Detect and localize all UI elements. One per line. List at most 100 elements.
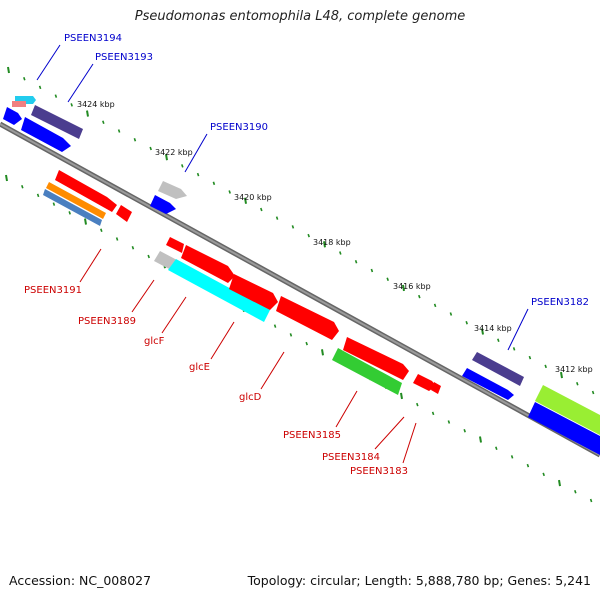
inner-gene-label: glcD [239,392,262,403]
gene-grey-3190 [158,181,187,199]
tick-dot [558,479,561,487]
map-title: Pseudomonas entomophila L48, complete ge… [134,9,466,24]
tick-label: 3416 kbp [393,282,431,291]
leader-line [374,416,405,450]
outer-strand-genes [3,96,600,455]
tick-dot [339,251,342,255]
leader-line [36,44,61,81]
tick-dot [307,233,310,238]
tick-dot [479,436,482,443]
tick-dot [21,184,24,189]
tick-label: 3424 kbp [77,100,115,109]
tick-dot [544,364,547,369]
gene-red-small-b [166,237,184,253]
tick-dot [23,76,26,81]
outer-gene-label: PSEEN3190 [210,122,268,133]
tick-dot [133,137,137,142]
tick-dot [275,216,279,220]
tick-dot [289,333,293,337]
gene-navy-3193 [31,105,83,139]
tick-dot [84,218,87,225]
tick-dot [576,382,579,386]
inner-gene-label: PSEEN3184 [322,452,380,463]
outer-gene-label: PSEEN3182 [531,297,589,308]
gene-red-small-a [116,205,132,222]
gene-blue-last [528,402,600,455]
tick-dot [7,66,10,74]
leader-line [184,133,208,173]
tick-dot [481,328,484,335]
tick-dot [291,225,295,229]
tick-dot [465,321,468,325]
leader-line [161,296,187,334]
tick-dot [38,85,42,90]
tick-dot [68,211,71,215]
tick-dot [386,277,389,281]
tick-dot [574,490,577,494]
tick-dot [196,172,200,177]
leader-line [260,351,285,390]
tick-dot [70,103,73,107]
tick-dot [165,153,168,161]
inner-gene-label: PSEEN3191 [24,285,82,296]
tick-dot [528,355,532,360]
tick-dot [54,94,58,98]
tick-dot [149,146,152,151]
inner-gene-label: PSEEN3185 [283,430,341,441]
tick-dots [5,66,595,503]
label-leader-lines [36,44,529,464]
tick-dot [497,338,500,342]
outer-gene-label: PSEEN3193 [95,52,153,63]
tick-dot [591,390,595,395]
tick-dot [102,120,105,125]
leader-line [507,308,529,351]
gene-navy-3182 [472,352,524,386]
gene-red-glcD-b [276,296,339,340]
leader-line [79,248,102,283]
gene-steelblue [43,189,102,226]
tick-label: 3414 kbp [474,324,512,333]
gene-blue-3194 [3,107,22,125]
tick-dot [273,324,277,328]
tick-dot [212,181,216,186]
gene-cyan-glcF [168,259,270,322]
inner-strand-genes [43,170,441,395]
tick-dot [36,193,40,198]
genome-summary-text: Topology: circular; Length: 5,888,780 bp… [247,573,591,588]
tick-dot [52,202,56,206]
tick-dot [526,463,530,468]
gene-labels: PSEEN3194PSEEN3193PSEEN3190PSEEN3182PSEE… [24,33,589,477]
gene-blue-3190 [150,195,176,214]
accession-text: Accession: NC_008027 [9,573,152,588]
gene-red-glcD-a [229,274,278,310]
tick-dot [512,347,516,351]
gene-blue-3182 [462,368,514,400]
gene-red-3183 [431,382,441,394]
tick-dot [510,455,514,459]
tick-dot [402,284,405,292]
tick-dot [447,420,451,424]
tick-dot [433,303,437,308]
tick-dot [228,190,231,194]
inner-gene-label: PSEEN3183 [350,466,408,477]
tick-dot [321,349,324,356]
gene-red-3185 [343,337,409,380]
tick-dot [115,237,119,241]
tick-dot [244,197,247,204]
tick-dot [323,241,326,248]
tick-label: 3422 kbp [155,148,193,157]
leader-line [67,63,94,103]
tick-dot [418,294,421,299]
tick-dot [416,402,419,407]
inner-gene-label: glcF [144,336,165,347]
gene-lime [535,385,600,435]
outer-gene-label: PSEEN3194 [64,33,122,44]
tick-dot [495,446,498,450]
gene-pink-small [12,101,26,107]
leader-line [335,390,358,428]
genome-backbone [0,121,600,458]
tick-label: 3418 kbp [313,238,351,247]
tick-dot [147,254,150,259]
tick-dot [449,312,453,316]
